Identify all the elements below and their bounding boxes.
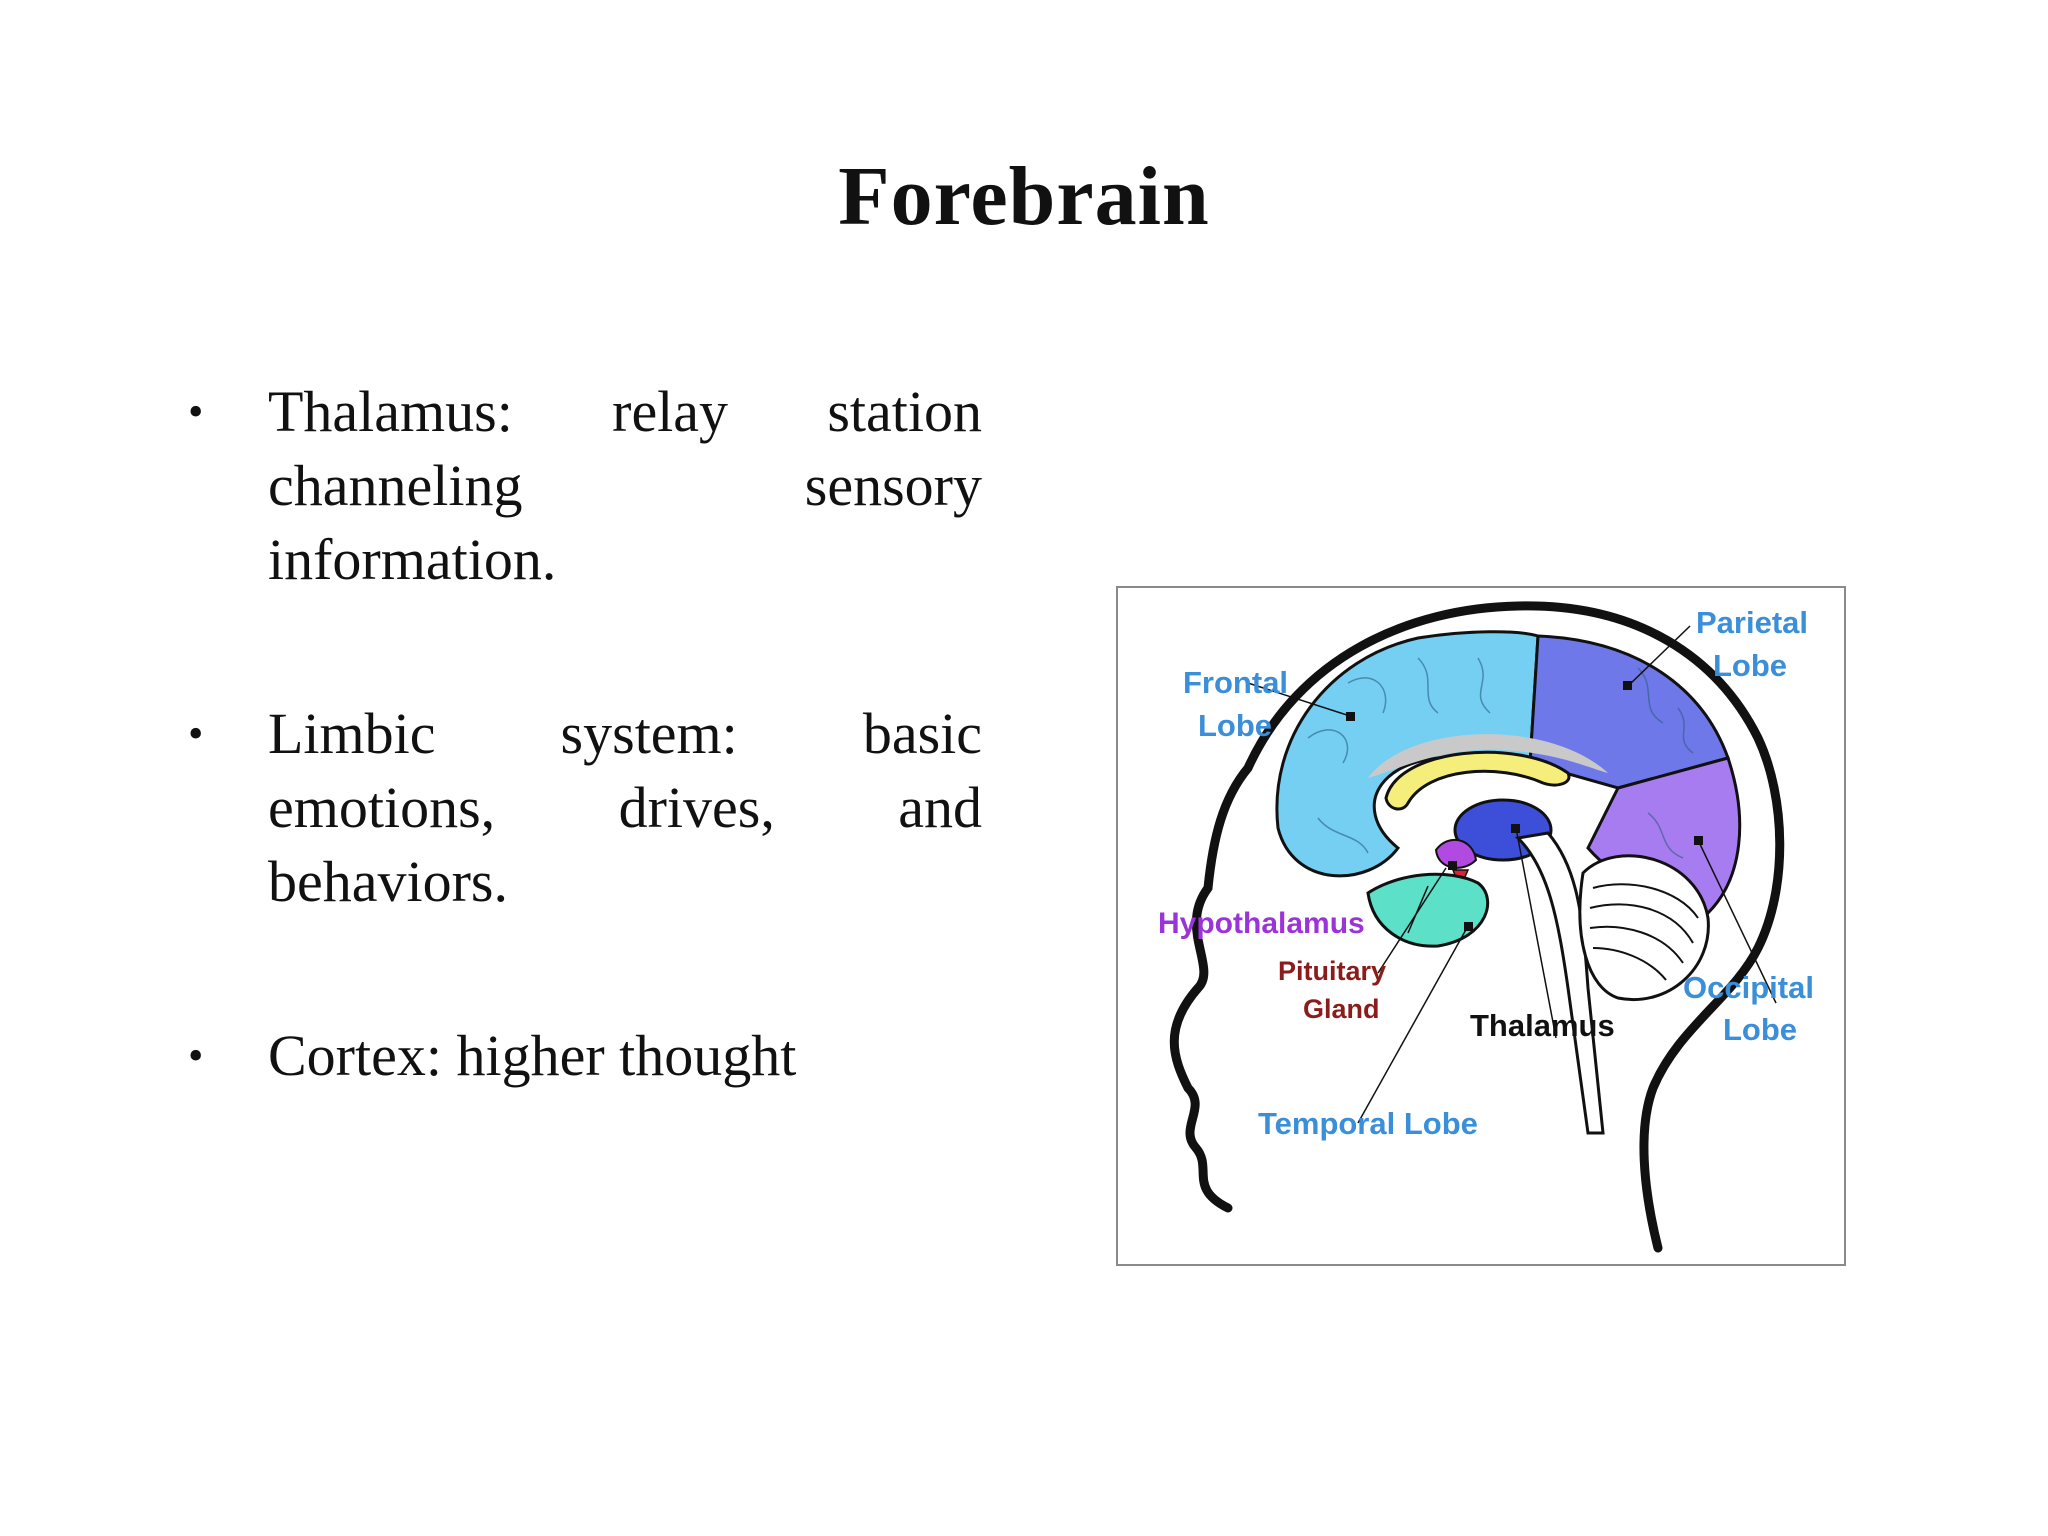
label-markers bbox=[1346, 681, 1703, 931]
bullet-symbol: • bbox=[188, 709, 204, 758]
corpus-callosum bbox=[1384, 750, 1571, 811]
label-parietal-lobe-line2: Lobe bbox=[1713, 648, 1787, 683]
cerebellum bbox=[1578, 854, 1710, 1001]
bullet-text: Cortex: higher thought bbox=[268, 1023, 797, 1088]
gyri-texture bbox=[1307, 657, 1694, 859]
cerebellum-folds bbox=[1589, 883, 1699, 981]
bullet-symbol: • bbox=[188, 387, 204, 436]
temporal-lobe bbox=[1366, 872, 1489, 948]
bullet-text: Thalamus: relay station channeling senso… bbox=[268, 379, 982, 592]
bullet-limbic-system: • Limbic system: basic emotions, drives,… bbox=[182, 697, 982, 919]
cingulate-region bbox=[1368, 734, 1608, 778]
hypothalamus-region bbox=[1434, 838, 1478, 869]
bullet-thalamus: • Thalamus: relay station channeling sen… bbox=[182, 375, 982, 597]
bullet-symbol: • bbox=[188, 1031, 204, 1080]
bullet-cortex: • Cortex: higher thought bbox=[182, 1019, 982, 1093]
slide-title: Forebrain bbox=[838, 150, 1210, 243]
bullet-text: Limbic system: basic emotions, drives, a… bbox=[268, 701, 982, 914]
label-hypothalamus: Hypothalamus bbox=[1158, 907, 1365, 940]
label-occipital-lobe-line1: Occipital bbox=[1683, 970, 1814, 1005]
label-frontal-lobe-line2: Lobe bbox=[1198, 708, 1272, 743]
label-frontal-lobe-line1: Frontal bbox=[1183, 665, 1288, 700]
brain-diagram: Frontal Lobe Parietal Lobe Hypothalamus … bbox=[1116, 586, 1846, 1266]
label-occipital-lobe-line2: Lobe bbox=[1723, 1012, 1797, 1047]
label-thalamus: Thalamus bbox=[1470, 1008, 1615, 1043]
brain-diagram-svg: Frontal Lobe Parietal Lobe Hypothalamus … bbox=[1158, 601, 1814, 1253]
label-pituitary-line1: Pituitary bbox=[1278, 956, 1386, 986]
label-pituitary-line2: Gland bbox=[1303, 994, 1380, 1024]
label-parietal-lobe-line1: Parietal bbox=[1696, 605, 1808, 640]
leader-lines bbox=[1247, 625, 1777, 1124]
brainstem bbox=[1514, 831, 1605, 1135]
head-outline bbox=[1169, 601, 1785, 1253]
label-temporal-lobe: Temporal Lobe bbox=[1258, 1106, 1478, 1141]
bullet-list: • Thalamus: relay station channeling sen… bbox=[182, 375, 982, 1193]
